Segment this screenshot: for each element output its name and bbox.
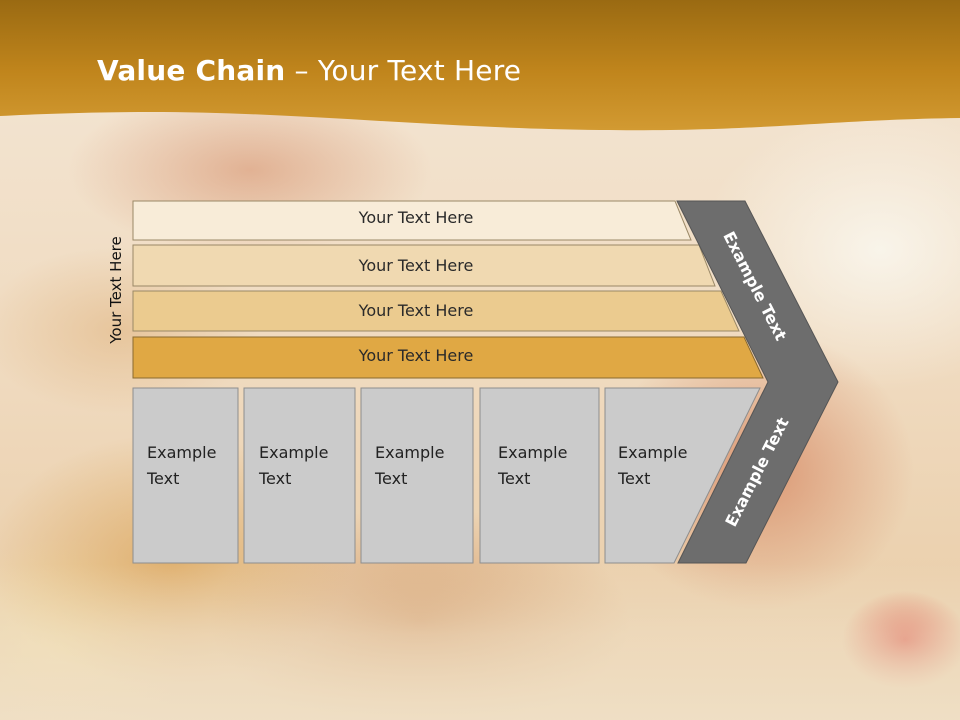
page-title: Value Chain – Your Text Here [97, 54, 521, 87]
box-5-line-1: Example [618, 443, 688, 462]
activity-box-1 [132, 387, 239, 564]
title-bold: Value Chain [97, 54, 286, 87]
box-2-line-2: Text [259, 469, 292, 488]
header-banner [0, 0, 960, 131]
box-4-line-1: Example [498, 443, 568, 462]
activity-box-4 [479, 387, 600, 564]
activity-box-5 [604, 387, 761, 564]
band-3 [132, 290, 740, 332]
header-wave [0, 0, 960, 131]
box-2-line-1: Example [259, 443, 329, 462]
box-3-line-2: Text [375, 469, 408, 488]
band-label-2: Your Text Here [358, 256, 474, 275]
band-label-4: Your Text Here [358, 346, 474, 365]
box-1-line-1: Example [147, 443, 217, 462]
band-label-3: Your Text Here [358, 301, 474, 320]
band-1 [132, 200, 692, 241]
band-2 [132, 244, 716, 287]
activity-box-2 [243, 387, 356, 564]
band-label-1: Your Text Here [358, 208, 474, 227]
title-rest: – Your Text Here [285, 54, 522, 87]
band-4 [132, 336, 764, 379]
box-1-line-2: Text [147, 469, 180, 488]
box-5-line-2: Text [618, 469, 651, 488]
margin-chevron [676, 200, 839, 564]
activity-box-3 [360, 387, 474, 564]
box-3-line-1: Example [375, 443, 445, 462]
box-4-line-2: Text [498, 469, 531, 488]
